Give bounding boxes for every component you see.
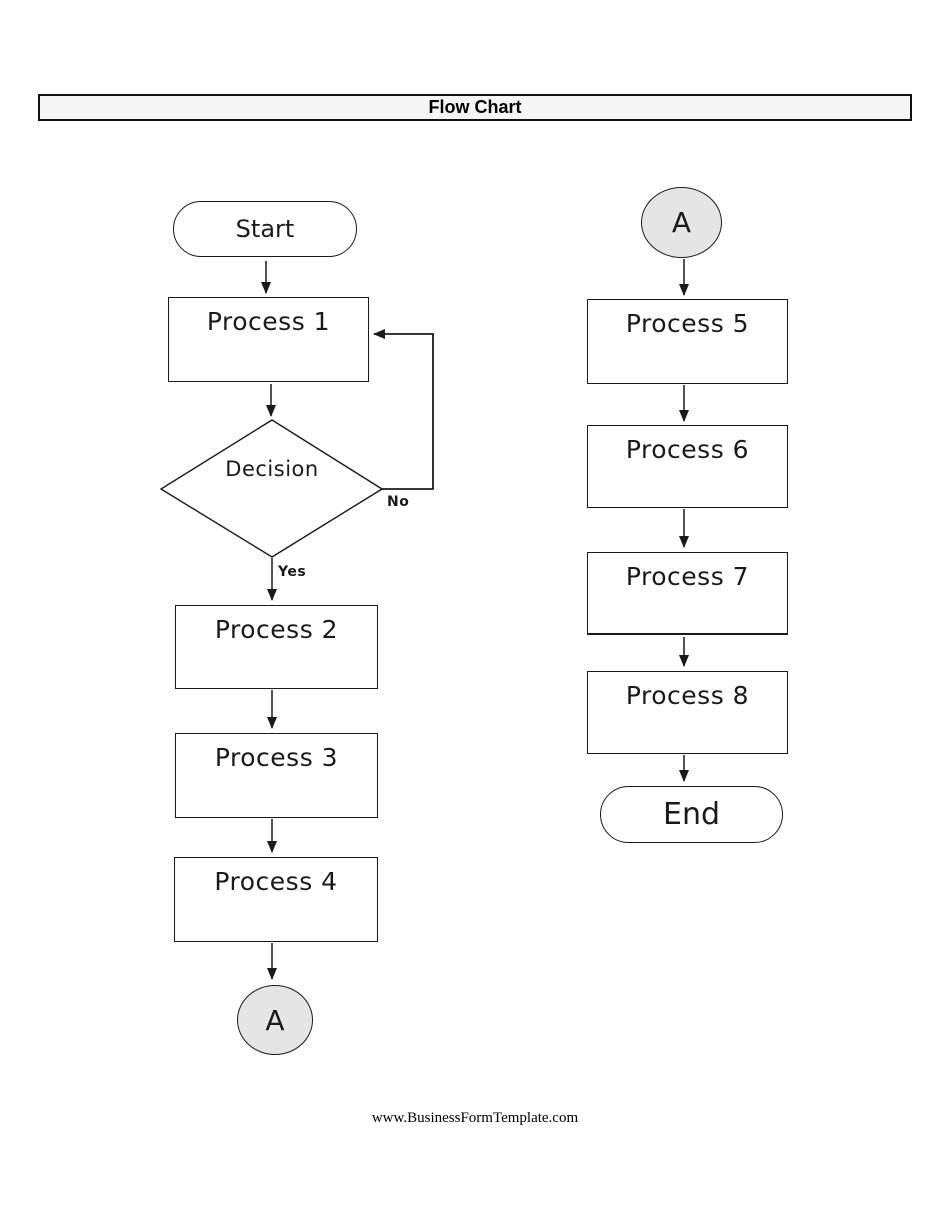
footer-url: www.BusinessFormTemplate.com	[371, 1110, 579, 1126]
decision-diamond-shape	[159, 419, 384, 558]
no-branch-label: No	[387, 494, 410, 510]
start-label: Start	[235, 215, 295, 243]
process1-node: Process 1	[168, 297, 369, 382]
process6-label: Process 6	[625, 435, 750, 464]
connector-a-right-label: A	[671, 206, 692, 239]
title-bar: Flow Chart	[38, 94, 912, 121]
decision-label: Decision	[225, 457, 319, 481]
process3-label: Process 3	[214, 743, 339, 772]
process2-node: Process 2	[175, 605, 378, 689]
yes-branch-label: Yes	[278, 564, 307, 580]
process7-node: Process 7	[587, 552, 788, 635]
connector-a-right-node: A	[641, 187, 722, 258]
process3-node: Process 3	[175, 733, 378, 818]
process1-label: Process 1	[206, 307, 331, 336]
process5-label: Process 5	[625, 309, 750, 338]
process4-label: Process 4	[214, 867, 338, 896]
process8-node: Process 8	[587, 671, 788, 754]
end-label: End	[662, 797, 720, 832]
process8-label: Process 8	[625, 681, 750, 710]
process2-label: Process 2	[214, 615, 339, 644]
connector-a-left-label: A	[265, 1003, 285, 1037]
end-node: End	[600, 786, 783, 843]
start-node: Start	[173, 201, 357, 257]
process6-node: Process 6	[587, 425, 788, 508]
edge-decision-process1-no	[373, 329, 434, 490]
connector-a-left-node: A	[237, 985, 313, 1055]
process4-node: Process 4	[174, 857, 378, 942]
process5-node: Process 5	[587, 299, 788, 384]
process7-label: Process 7	[625, 562, 750, 591]
page-title: Flow Chart	[428, 97, 522, 117]
